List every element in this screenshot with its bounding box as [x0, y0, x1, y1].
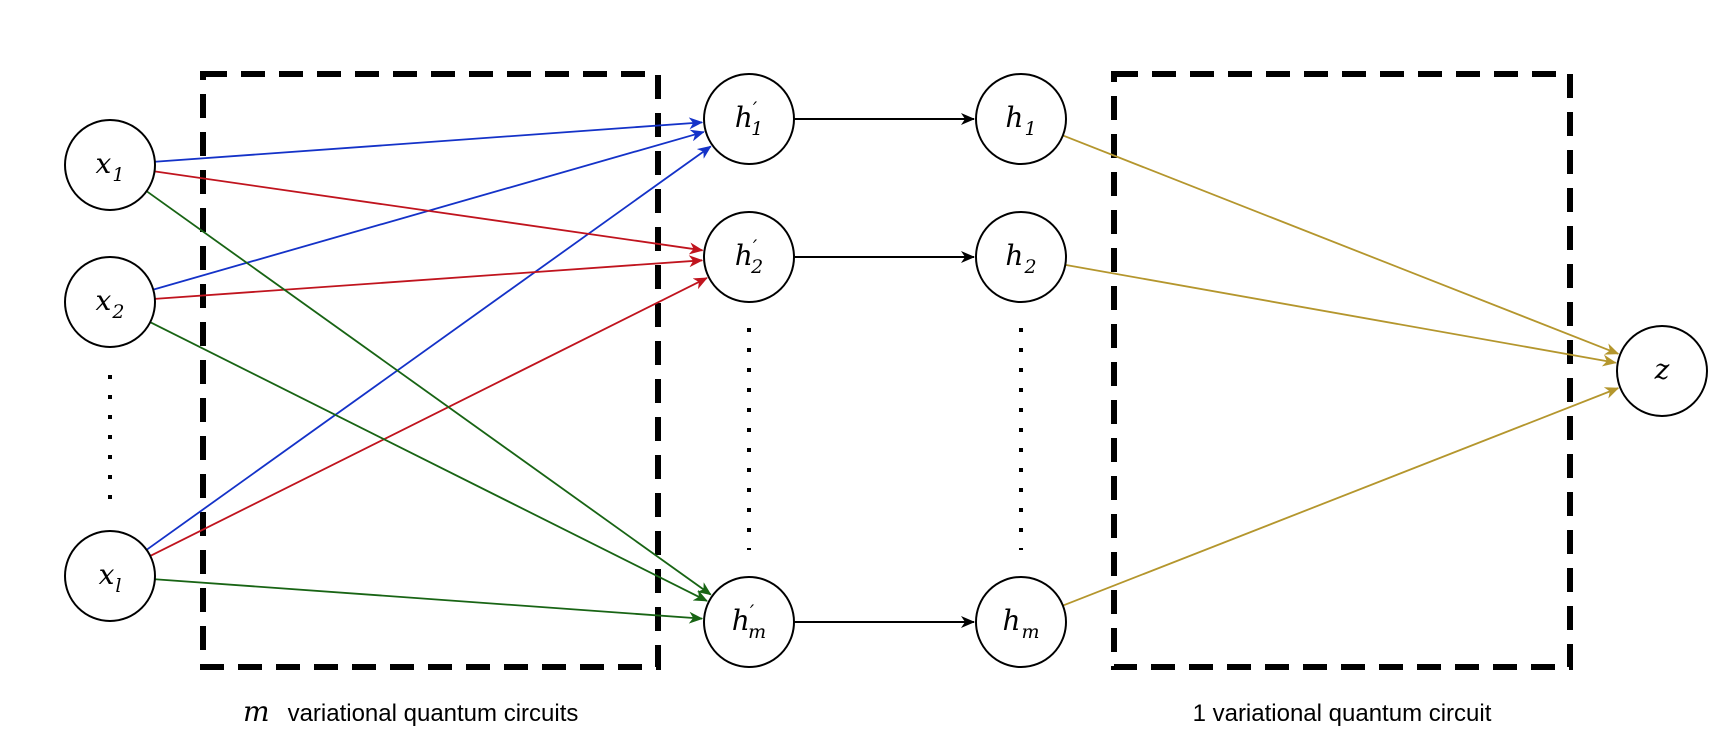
- edge-x2-to-hp2: [154, 255, 704, 300]
- edge-hm-to-z: [1062, 387, 1620, 607]
- node-hp2: h′2: [703, 211, 795, 303]
- node-hp2-label: h′2: [735, 236, 763, 278]
- node-hpm-circle: [703, 576, 795, 668]
- left-caption-variable: m: [243, 695, 270, 728]
- node-x2: x2: [64, 256, 156, 348]
- nodes: x1 x2 xl h′1 h′2 h′m h1 h2 hm z: [64, 73, 1708, 668]
- node-xl-label: xl: [99, 558, 122, 597]
- node-x1-circle: [64, 119, 156, 211]
- edge-h1-to-z: [1062, 134, 1620, 355]
- node-hp1-circle: [703, 73, 795, 165]
- edge-x2-to-hpm: [149, 321, 708, 602]
- node-hpm-label: h′m: [732, 601, 766, 643]
- node-z: z: [1616, 325, 1708, 417]
- node-z-label: z: [1654, 353, 1670, 386]
- right-circuit-box: [1111, 71, 1573, 670]
- node-xl: xl: [64, 530, 156, 622]
- node-hpm: h′m: [703, 576, 795, 668]
- left-caption-text: variational quantum circuits: [288, 700, 579, 727]
- node-h1-circle: [975, 73, 1067, 165]
- node-z-circle: [1616, 325, 1708, 417]
- node-hp1: h′1: [703, 73, 795, 165]
- node-x1-label: x1: [96, 147, 125, 186]
- node-x1: x1: [64, 119, 156, 211]
- right-caption: 1 variational quantum circuit: [1193, 700, 1492, 727]
- node-h1: h1: [975, 73, 1067, 165]
- edge-x1-to-hp1: [154, 117, 704, 163]
- edge-xl-to-hp1: [146, 145, 712, 551]
- node-xl-circle: [64, 530, 156, 622]
- node-h2-circle: [975, 211, 1067, 303]
- node-h2: h2: [975, 211, 1067, 303]
- left-circuit-box: [200, 71, 661, 670]
- node-hp2-circle: [703, 211, 795, 303]
- node-h2-label: h2: [1005, 239, 1036, 278]
- node-x2-label: x2: [96, 284, 125, 323]
- edge-xl-to-hpm: [154, 578, 704, 624]
- edge-x1-to-hpm: [146, 190, 712, 596]
- node-hp1-label: h′1: [735, 98, 763, 140]
- edge-xl-to-hp2: [149, 277, 708, 557]
- edge-x1-to-hp2: [154, 170, 704, 255]
- node-hm: hm: [975, 576, 1067, 668]
- node-hm-label: hm: [1002, 604, 1039, 643]
- left-caption: m variational quantum circuits: [243, 695, 578, 728]
- edges: [146, 113, 1620, 628]
- node-h1-label: h1: [1005, 101, 1036, 140]
- node-hm-circle: [975, 576, 1067, 668]
- edge-h2-to-z: [1065, 263, 1617, 367]
- node-x2-circle: [64, 256, 156, 348]
